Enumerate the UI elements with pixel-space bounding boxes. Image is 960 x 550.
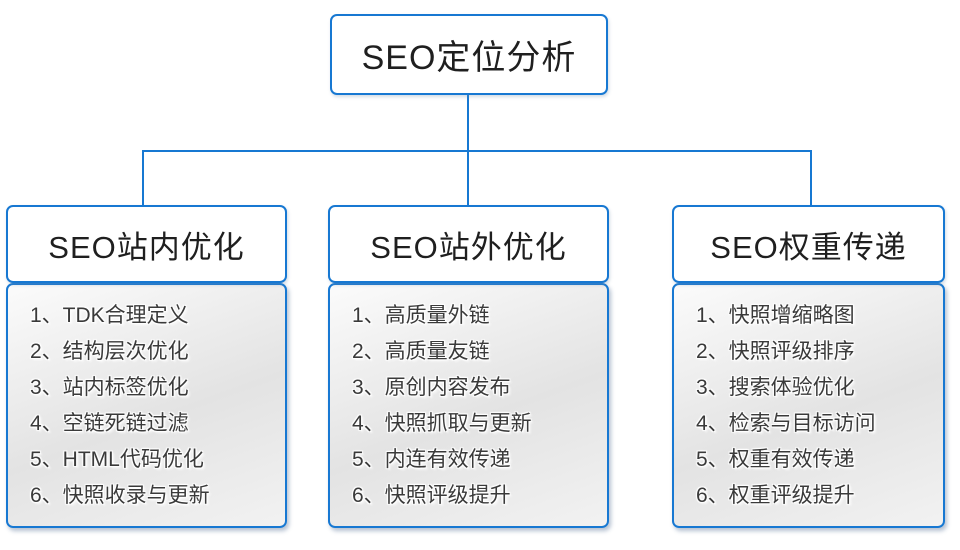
branch-header-onsite: SEO站内优化 xyxy=(6,205,287,283)
list-item: 1、高质量外链 xyxy=(352,304,490,327)
branch-header-weight: SEO权重传递 xyxy=(672,205,945,283)
branch-title: SEO站外优化 xyxy=(370,229,567,265)
connector-drop-right xyxy=(810,150,812,207)
list-item: 5、内连有效传递 xyxy=(352,448,511,471)
branch-title: SEO权重传递 xyxy=(710,229,907,265)
list-item: 4、快照抓取与更新 xyxy=(352,412,532,435)
branch-list-onsite: 1、TDK合理定义 2、结构层次优化 3、站内标签优化 4、空链死链过滤 5、H… xyxy=(6,283,287,528)
branch-list-weight: 1、快照增缩略图 2、快照评级排序 3、搜索体验优化 4、检索与目标访问 5、权… xyxy=(672,283,945,528)
connector-root-trunk xyxy=(467,95,469,152)
list-item: 1、TDK合理定义 xyxy=(30,304,189,327)
branch-list-offsite: 1、高质量外链 2、高质量友链 3、原创内容发布 4、快照抓取与更新 5、内连有… xyxy=(328,283,609,528)
list-item: 6、快照评级提升 xyxy=(352,484,511,507)
connector-drop-left xyxy=(142,150,144,207)
list-item: 4、检索与目标访问 xyxy=(696,412,876,435)
list-item: 2、高质量友链 xyxy=(352,340,490,363)
list-item: 3、原创内容发布 xyxy=(352,376,511,399)
list-item: 1、快照增缩略图 xyxy=(696,304,855,327)
list-item: 6、权重评级提升 xyxy=(696,484,855,507)
list-item: 4、空链死链过滤 xyxy=(30,412,189,435)
list-item: 3、站内标签优化 xyxy=(30,376,189,399)
list-item: 3、搜索体验优化 xyxy=(696,376,855,399)
list-item: 2、快照评级排序 xyxy=(696,340,855,363)
connector-drop-middle xyxy=(467,150,469,207)
list-item: 5、权重有效传递 xyxy=(696,448,855,471)
branch-header-offsite: SEO站外优化 xyxy=(328,205,609,283)
root-node-seo-positioning: SEO定位分析 xyxy=(330,14,608,95)
list-item: 5、HTML代码优化 xyxy=(30,448,204,471)
list-item: 6、快照收录与更新 xyxy=(30,484,210,507)
connector-horizontal xyxy=(142,150,812,152)
root-node-title: SEO定位分析 xyxy=(361,39,577,77)
branch-title: SEO站内优化 xyxy=(48,229,245,265)
list-item: 2、结构层次优化 xyxy=(30,340,189,363)
